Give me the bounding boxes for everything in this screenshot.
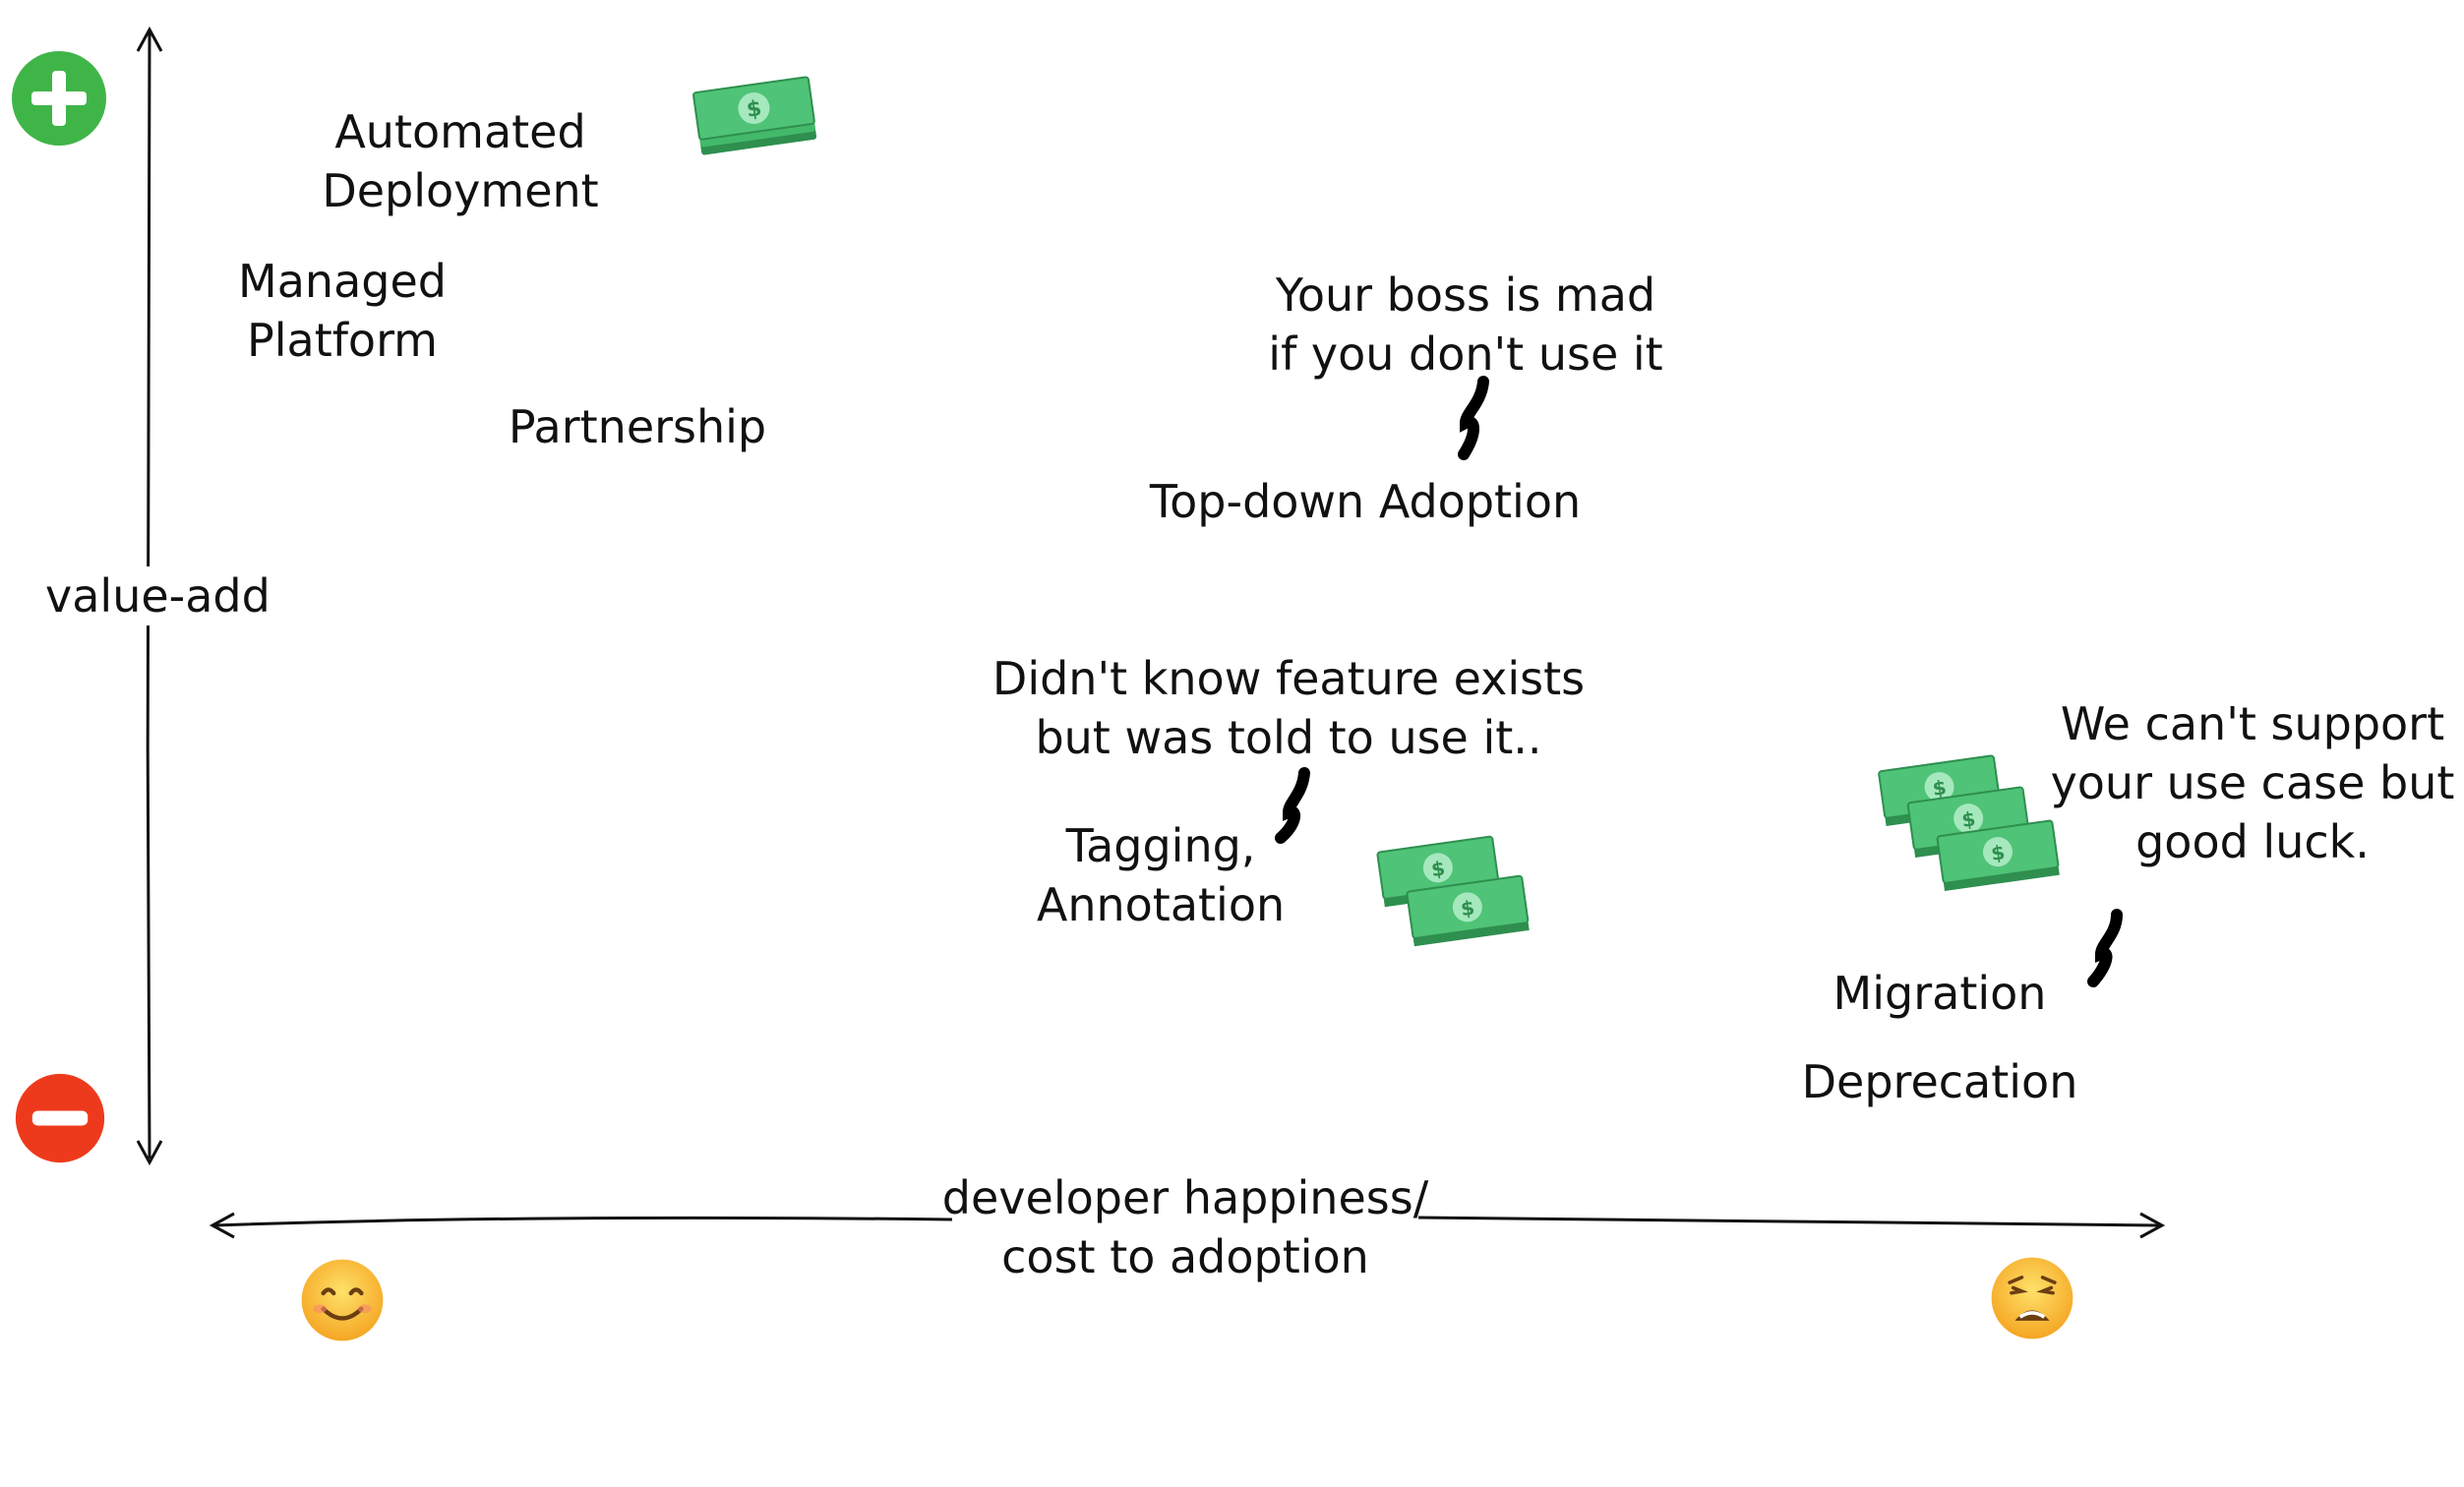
item-managed-platform: Managed Platform: [238, 252, 447, 370]
note-line: Your boss is mad: [1275, 268, 1656, 322]
smiling-face-icon: [301, 1259, 384, 1341]
note-boss-mad: Your boss is mad if you don't use it: [1268, 266, 1662, 384]
svg-text:$: $: [1429, 856, 1446, 881]
svg-text:$: $: [745, 96, 763, 123]
item-label-line: Tagging,: [1065, 819, 1256, 872]
item-label-line: Annotation: [1036, 878, 1286, 931]
note-line: if you don't use it: [1268, 327, 1663, 381]
y-axis-label: value-add: [39, 566, 276, 625]
x-axis-line-right: [1417, 1216, 2161, 1227]
item-label-line: Automated: [334, 105, 586, 158]
x-axis-arrow-right: [2139, 1212, 2166, 1239]
x-axis-label: developer happiness/ cost to adoption: [942, 1168, 1428, 1286]
x-axis-line-left: [213, 1216, 953, 1227]
item-partnership: Partnership: [508, 400, 767, 453]
x-axis-label-line-2: cost to adoption: [1001, 1230, 1369, 1283]
item-label-line: Platform: [246, 314, 438, 367]
item-migration: Migration: [1833, 967, 2047, 1020]
item-tagging-annotation: Tagging, Annotation: [1037, 816, 1285, 934]
y-axis-arrow-top: [136, 26, 163, 52]
svg-text:$: $: [1931, 775, 1948, 801]
money-stack-icon: $ $: [1376, 835, 1530, 947]
item-top-down-adoption: Top-down Adoption: [1149, 475, 1582, 528]
svg-text:$: $: [1459, 895, 1475, 921]
svg-text:$: $: [1990, 840, 2007, 865]
item-label-line: Deployment: [322, 164, 599, 217]
connector-boss: [1458, 376, 1489, 460]
minus-circle-icon: [15, 1073, 105, 1163]
note-line: Didn't know feature exists: [992, 652, 1586, 705]
svg-text:$: $: [1960, 806, 1977, 832]
note-cant-support: We can't support your use case but good …: [2051, 694, 2455, 871]
plus-circle-icon: [12, 51, 106, 146]
x-axis-label-line-1: developer happiness/: [941, 1171, 1429, 1224]
note-line: good luck.: [2135, 815, 2370, 868]
item-deprecation: Deprecation: [1801, 1055, 2078, 1108]
money-stack-icon: $ $ $: [1878, 754, 2060, 892]
note-line: but was told to use it..: [1035, 711, 1542, 764]
note-line: We can't support: [2060, 697, 2445, 750]
connector-feature: [1275, 767, 1310, 844]
connector-support: [2087, 909, 2123, 987]
item-label-line: Managed: [238, 255, 447, 308]
note-feature-unknown: Didn't know feature exists but was told …: [992, 649, 1585, 767]
y-axis-arrow-bottom: [136, 1140, 163, 1166]
note-line: your use case but: [2050, 756, 2455, 809]
weary-face-icon: [1991, 1257, 2073, 1339]
item-automated-deployment: Automated Deployment: [322, 102, 598, 220]
money-stack-icon: $: [692, 76, 817, 155]
x-axis-arrow-left: [209, 1212, 235, 1239]
